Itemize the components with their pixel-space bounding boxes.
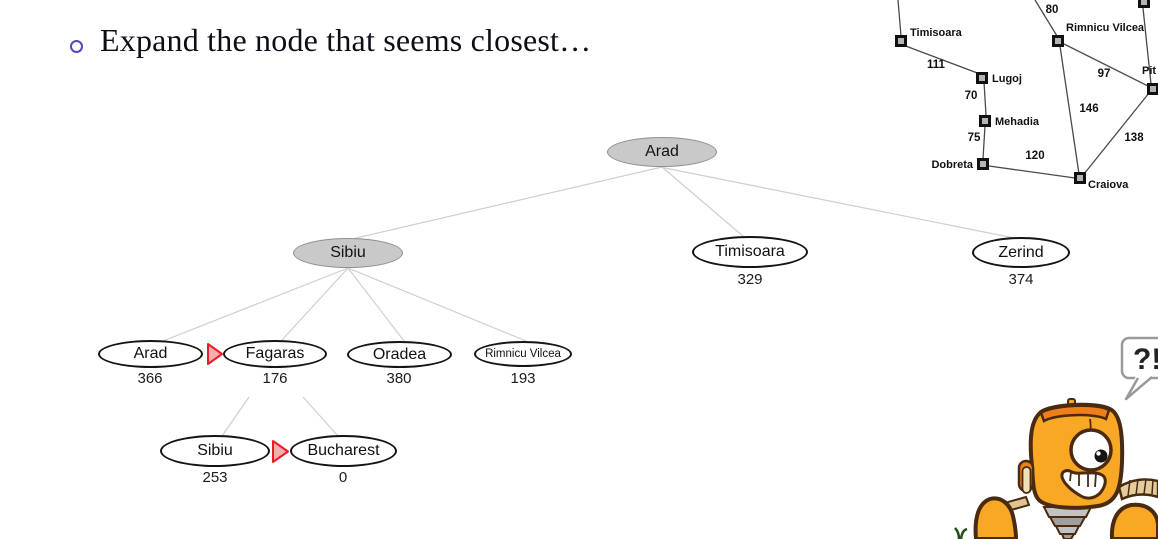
robot-mouth	[1060, 469, 1107, 500]
tree-node-arad-2: Arad	[98, 340, 203, 368]
robot-shoulder-right	[1109, 502, 1158, 539]
node-heuristic-value: 329	[737, 271, 763, 288]
bullet-circle-icon	[70, 40, 83, 53]
map-edge-cost: 70	[965, 90, 978, 102]
robot-cap	[1039, 404, 1111, 423]
map-city-label: Timisoara	[910, 27, 963, 39]
node-label: Arad	[133, 345, 168, 362]
node-label: Sibiu	[330, 244, 366, 261]
map-city-marker	[1147, 83, 1158, 95]
map-city-marker	[1052, 35, 1064, 47]
map-city-markers	[895, 0, 1158, 184]
tree-node-timisoara: Timisoara	[692, 236, 808, 268]
tree-node-bucharest: Bucharest	[290, 435, 397, 467]
node-label: Fagaras	[245, 345, 305, 362]
map-edge-cost: 146	[1079, 103, 1098, 115]
slide-title: Expand the node that seems closest…	[100, 22, 592, 58]
node-label: Sibiu	[197, 442, 233, 459]
node-label: Bucharest	[307, 442, 380, 459]
robot-neck	[1042, 506, 1093, 539]
map-edge-cost: 97	[1098, 68, 1111, 80]
node-heuristic-value: 380	[386, 370, 412, 387]
map-city-label: Dobreta	[931, 159, 973, 171]
tree-node-arad-root: Arad	[607, 137, 717, 167]
romania-map: Timisoara Lugoj Mehadia Dobreta Craiova …	[895, 0, 1158, 191]
node-heuristic-value: 374	[1008, 271, 1034, 288]
node-label: Oradea	[372, 345, 427, 363]
map-city-marker	[895, 35, 907, 47]
map-city-marker	[976, 72, 988, 84]
tree-node-sibiu: Sibiu	[293, 238, 403, 268]
node-heuristic-value: 366	[137, 370, 163, 387]
node-label: Timisoara	[715, 243, 785, 260]
map-city-marker	[979, 115, 991, 127]
map-city-label: Rimnicu Vilcea	[1066, 22, 1145, 34]
expand-arrow-icon	[207, 343, 223, 365]
sprout-icon	[954, 527, 968, 539]
robot-hand-left	[973, 496, 1019, 539]
map-edge-cost: 111	[927, 59, 946, 71]
map-city-label: Craiova	[1088, 179, 1129, 191]
map-edge-cost: 75	[968, 132, 981, 144]
node-heuristic-value: 253	[202, 469, 228, 486]
map-city-label: Lugoj	[992, 73, 1022, 85]
robot-eye	[1069, 428, 1113, 472]
node-heuristic-value: 0	[338, 469, 348, 486]
expand-arrow-icon	[272, 440, 289, 463]
node-label: Arad	[645, 143, 679, 160]
tree-node-rimnicu-vilcea: Rimnicu Vilcea	[474, 341, 572, 367]
node-heuristic-value: 193	[510, 370, 536, 387]
tree-node-oradea: Oradea	[347, 341, 452, 368]
node-label: Zerind	[998, 243, 1044, 261]
node-heuristic-value: 176	[262, 370, 288, 387]
map-city-label: Pit	[1142, 65, 1156, 77]
map-city-marker	[977, 158, 989, 170]
map-edge-cost: 120	[1025, 150, 1044, 162]
speech-bubble-text: ?!	[1133, 343, 1158, 376]
robot-cartoon: ?!	[954, 336, 1158, 539]
map-city-marker	[1074, 172, 1086, 184]
map-edge-cost: 138	[1124, 132, 1144, 144]
node-label: Rimnicu Vilcea	[485, 348, 561, 360]
map-city-marker	[1138, 0, 1150, 8]
map-city-label: Mehadia	[995, 116, 1040, 128]
tree-node-sibiu-2: Sibiu	[160, 435, 270, 467]
tree-node-zerind: Zerind	[972, 237, 1070, 268]
map-edge-cost: 80	[1046, 4, 1059, 16]
tree-node-fagaras: Fagaras	[223, 340, 327, 368]
